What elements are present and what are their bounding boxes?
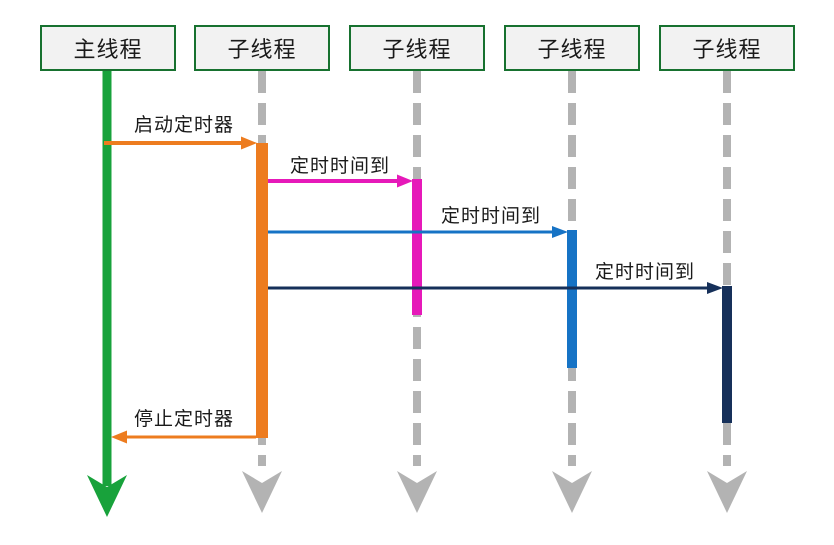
participant-label: 子线程 <box>692 37 762 62</box>
participant-box-child-thread-4: 子线程 <box>659 25 795 71</box>
message-arrowhead-icon <box>111 430 127 444</box>
activation-bar-child-1 <box>256 143 268 438</box>
message-label-timer-fired-1: 定时时间到 <box>289 156 390 177</box>
lifeline-arrowhead-icon <box>242 471 282 513</box>
participant-box-main-thread: 主线程 <box>40 25 176 71</box>
participant-label: 主线程 <box>73 37 143 62</box>
message-label-timer-fired-2: 定时时间到 <box>440 206 541 227</box>
participant-box-child-thread-3: 子线程 <box>504 25 640 71</box>
lifeline-arrowhead-icon <box>707 471 747 513</box>
participant-label: 子线程 <box>537 37 607 62</box>
message-arrowhead-icon <box>707 282 723 294</box>
message-label-stop-timer: 停止定时器 <box>133 409 234 430</box>
message-arrowhead-icon <box>552 226 568 238</box>
lifeline-arrowhead-icon <box>397 471 437 513</box>
participant-label: 子线程 <box>227 37 297 62</box>
activation-bar-child-4 <box>722 286 732 423</box>
participant-box-child-thread-2: 子线程 <box>349 25 485 71</box>
participant-label: 子线程 <box>382 37 452 62</box>
message-arrowhead-icon <box>241 136 257 150</box>
main-thread-arrowhead-icon <box>87 475 127 517</box>
message-label-timer-fired-3: 定时时间到 <box>594 262 695 283</box>
activation-bar-child-2 <box>412 179 422 315</box>
lifeline-arrowhead-icon <box>552 471 592 513</box>
activation-bar-child-3 <box>567 230 577 368</box>
message-arrowhead-icon <box>397 174 413 188</box>
participant-box-child-thread-1: 子线程 <box>194 25 330 71</box>
message-label-start-timer: 启动定时器 <box>133 115 234 136</box>
